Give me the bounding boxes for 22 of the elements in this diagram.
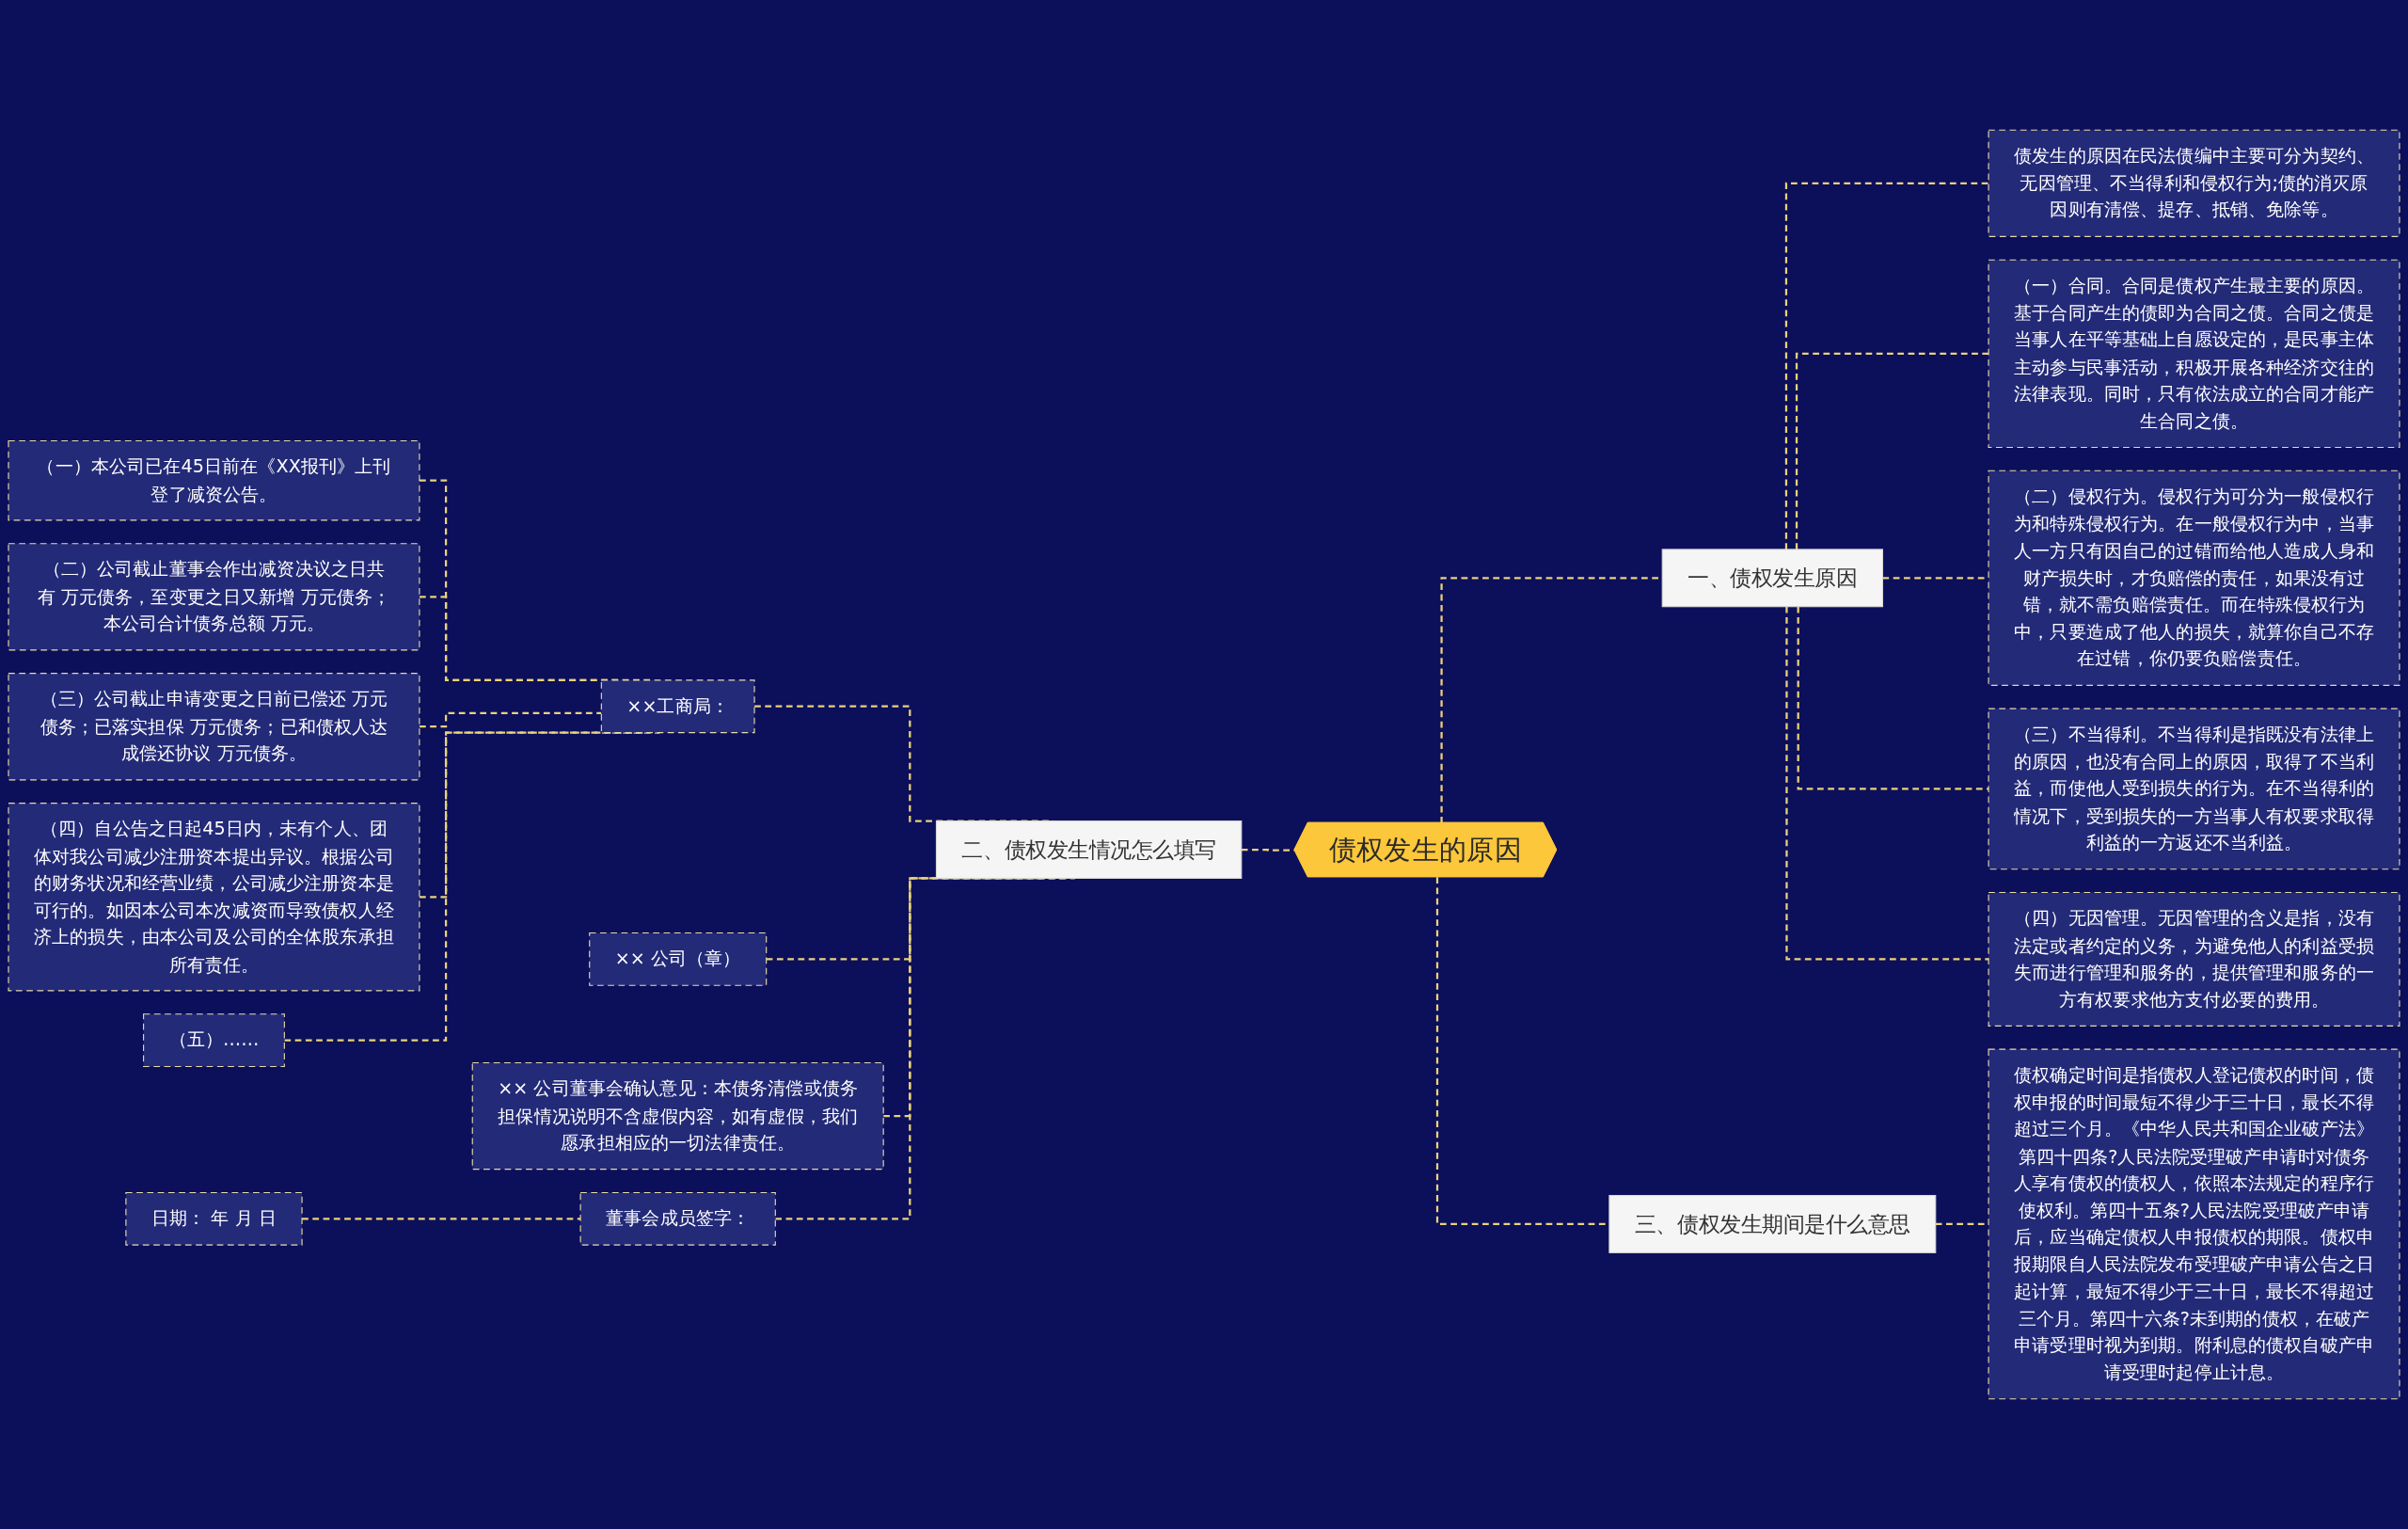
node-box: ×× 公司董事会确认意见：本债务清偿或债务担保情况说明不含虚假内容，如有虚假，我们愿承担相应的一切法律责任。 <box>471 1061 884 1171</box>
node-box: （三）不当得利。不当得利是指既没有法律上的原因，也没有合同上的原因，取得了不当利益，而使他人受到损失的行为。在不当得利的情况下，受到损失的一方当事人有权要求取得利益的一方返还不当利益。 <box>1988 708 2400 870</box>
node-box: ××工商局： <box>600 679 755 734</box>
node-box: （四）无因管理。无因管理的含义是指，没有法定或者约定的义务，为避免他人的利益受损失而进行管理和服务的，提供管理和服务的一方有权要求他方支付必要的费用。 <box>1988 891 2400 1027</box>
node-box: （五）…… <box>143 1013 285 1067</box>
node-box: （三）公司截止申请变更之日前已偿还 万元债务；已落实担保 万元债务；已和债权人达成偿还协议 万元债务。 <box>8 673 420 781</box>
node-box: 董事会成员签字： <box>579 1191 776 1246</box>
node-box: 日期： 年 月 日 <box>125 1191 303 1246</box>
node-box: （二）公司截止董事会作出减资决议之日共有 万元债务，至变更之日又新增 万元债务；本公司合计债务总额 万元。 <box>8 543 420 651</box>
connector <box>1795 352 1989 549</box>
node-box: （四）自公告之日起45日内，未有个人、团体对我公司减少注册资本提出异议。根据公司的财务状况和经营业绩，公司减少注册资本是可行的。如因本公司本次减资而导致债权人经济上的损失，由本公司及公司的全体股东承担所有责任。 <box>8 803 420 992</box>
node-box: （一）本公司已在45日前在《XX报刊》上刊登了减资公告。 <box>8 439 420 521</box>
node-box: 债权确定时间是指债权人登记债权的时间，债权申报的时间最短不得少于三十日，最长不得超过三个月。《中华人民共和国企业破产法》第四十四条?人民法院受理破产申请时对债务人享有债权的债权人，依照本法规定的程序行使权利。第四十五条?人民法院受理破产申请后，应当确定债权人申报债权的期限。债权申报期限自人民法院发布受理破产申请公告之日起计算，最短不得少于三十日，最长不得超过三个月。第四十六条?未到期的债权，在破产申请受理时视为到期。附利息的债权自破产申请受理时起停止计息。 <box>1988 1048 2400 1400</box>
node-box: 一、债权发生原因 <box>1661 549 1883 608</box>
node-box: （一）合同。合同是债权产生最主要的原因。基于合同产生的债即为合同之债。合同之债是当事人在平等基础上自愿设定的，是民事主体主动参与民事活动，积极开展各种经济交往的法律表现。同时，只有依法成立的合同才能产生合同之债。 <box>1988 259 2400 449</box>
connector <box>1785 606 1989 961</box>
node-box: 二、债权发生情况怎么填写 <box>935 820 1243 879</box>
connector <box>1784 182 1989 549</box>
node-box: 债发生的原因在民法债编中主要可分为契约、无因管理、不当得利和侵权行为;债的消灭原因则有清偿、提存、抵销、免除等。 <box>1988 129 2400 237</box>
node-box: 三、债权发生期间是什么意思 <box>1608 1194 1937 1253</box>
node-box: （二）侵权行为。侵权行为可分为一般侵权行为和特殊侵权行为。在一般侵权行为中，当事人一方只有因自己的过错而给他人造成人身和财产损失时，才负赔偿的责任，如果没有过错，就不需负赔偿责任。而在特殊侵权行为中，只要造成了他人的损失，就算你自己不存在过错，你仍要负赔偿责任。 <box>1988 470 2400 686</box>
node-box: ×× 公司（章） <box>589 932 768 986</box>
